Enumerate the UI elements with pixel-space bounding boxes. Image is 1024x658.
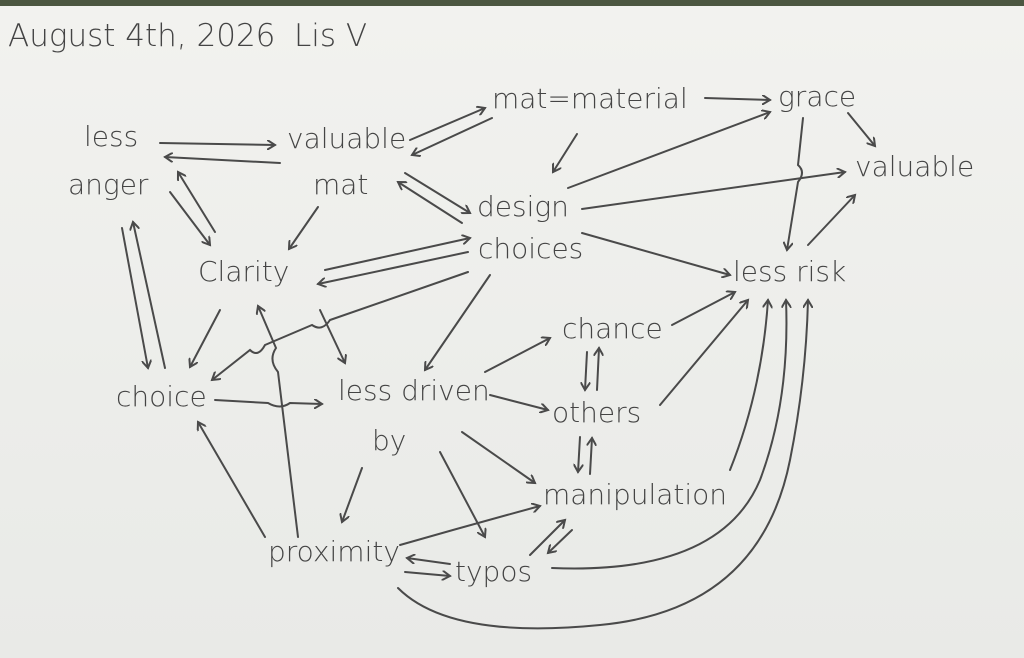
node-less: less	[84, 120, 139, 153]
arrow-by-to-proximity	[342, 467, 363, 522]
arrow-clarity-to-lessdriven	[319, 309, 345, 363]
arrow-proximity-to-typos	[404, 572, 450, 576]
node-valuable-right: valuable	[855, 150, 975, 183]
arrow-typos-to-proximity	[407, 558, 451, 565]
arrow-choice-to-lessdriven	[214, 400, 322, 407]
arrow-design-to-mat	[398, 182, 463, 224]
arrow-lessdriven-to-chance	[484, 338, 550, 373]
node-clarity: Clarity	[198, 255, 290, 288]
arrow-mat-to-clarity	[289, 206, 319, 249]
node-less-risk: less risk	[733, 255, 847, 288]
arrow-lessrisk-to-valuable	[807, 195, 855, 246]
arrow-proximity-to-clarity	[258, 306, 299, 538]
node-others: others	[552, 396, 642, 429]
arrow-lessdriven-to-manipulation	[461, 431, 535, 483]
paper-sheet	[0, 6, 1024, 658]
arrow-typos-to-manipulation	[529, 520, 565, 556]
arrow-manipulation-to-lessrisk	[729, 300, 768, 471]
arrow-anger-to-clarity	[169, 191, 210, 245]
arrow-by-to-typos	[439, 451, 485, 537]
arrow-clarity-to-choice	[190, 309, 221, 367]
node-valuable: valuable	[287, 122, 407, 155]
arrow-choices-to-clarity	[318, 251, 469, 284]
arrow-material-to-grace	[704, 98, 770, 100]
node-manipulation: manipulation	[543, 478, 728, 511]
arrow-others-to-chance	[597, 348, 599, 391]
arrow-choices-to-lessdriven	[425, 274, 491, 370]
arrow-grace-to-lessrisk	[787, 117, 804, 250]
arrow-proximity-to-choice	[198, 422, 266, 538]
node-less-driven: less driven	[338, 374, 490, 407]
arrow-proximity-to-manipulation	[399, 506, 540, 546]
node-choice: choice	[116, 380, 207, 413]
arrow-design-to-valuable	[581, 172, 845, 210]
arrow-choices-to-choice	[212, 271, 469, 380]
node-design: design	[477, 190, 569, 223]
arrow-mat-to-design	[404, 172, 470, 213]
arrow-choice-to-anger	[133, 222, 166, 369]
arrow-manipulation-to-typos	[548, 529, 573, 553]
node-mat: mat	[313, 168, 369, 201]
arrow-typos-to-lessrisk	[551, 300, 786, 570]
author-heading: Lis V	[294, 18, 368, 54]
arrow-valuable-to-less	[165, 157, 281, 164]
arrow-less-to-valuable	[159, 143, 275, 145]
node-mat-material: mat=material	[492, 82, 688, 115]
node-anger: anger	[68, 168, 149, 201]
arrow-material-to-valuable	[412, 117, 493, 155]
node-chance: chance	[562, 312, 663, 345]
arrow-proximity-to-lessrisk	[397, 300, 808, 630]
node-grace: grace	[778, 80, 857, 113]
arrow-others-to-lessrisk	[659, 300, 748, 406]
node-choices: choices	[478, 232, 584, 265]
arrow-chance-to-others	[585, 351, 587, 390]
arrow-material-to-design	[553, 133, 578, 172]
node-proximity: proximity	[268, 535, 400, 568]
arrow-anger-to-choice	[121, 227, 148, 368]
arrow-clarity-to-anger	[178, 172, 216, 233]
arrow-design-to-grace	[567, 112, 770, 189]
date-heading: August 4th, 2026	[8, 18, 276, 54]
node-by: by	[372, 424, 407, 457]
arrow-design-to-lessrisk	[581, 232, 730, 275]
arrow-clarity-to-choices	[324, 238, 470, 271]
arrow-lessdriven-to-others	[489, 394, 548, 410]
arrow-manipulation-to-others	[590, 438, 592, 475]
arrow-others-to-manipulation	[578, 436, 580, 472]
arrow-grace-to-valuable	[847, 112, 875, 146]
node-typos: typos	[455, 555, 533, 588]
arrow-chance-to-lessrisk	[671, 292, 735, 326]
arrow-valuable-to-material	[409, 108, 485, 141]
